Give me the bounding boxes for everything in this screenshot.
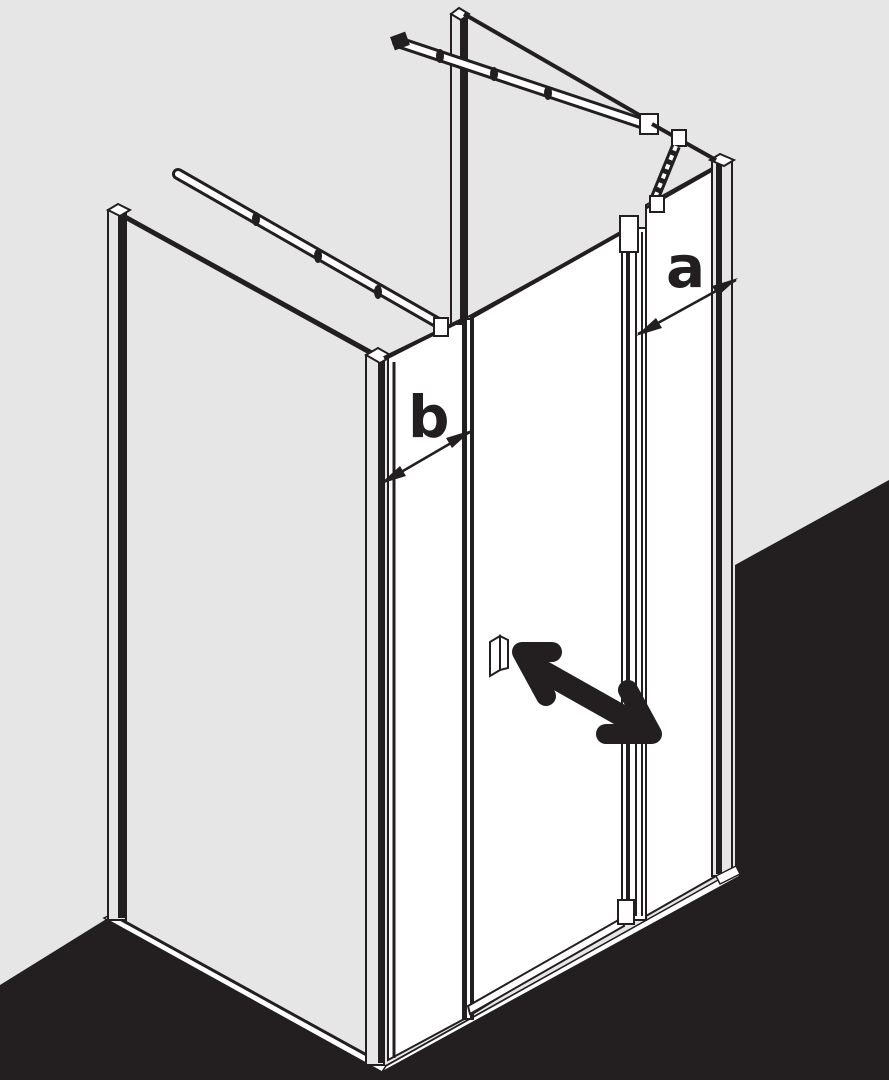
- door-left-frame-highlight: [467, 320, 470, 1018]
- right-post-foot: [714, 864, 742, 886]
- door-swing-arrow-icon: [512, 642, 662, 744]
- left-rear-post-shadow: [118, 214, 126, 918]
- corner-post-shadow: [378, 358, 383, 1063]
- left-stabilizer-bar: [172, 168, 449, 337]
- dimension-label-b: b: [408, 383, 450, 451]
- floor-left: [0, 918, 380, 1080]
- left-side-panel: [116, 209, 374, 1061]
- left-panel-top-edge: [125, 216, 373, 356]
- center-post-cap: [449, 6, 471, 22]
- center-post-shadow: [460, 18, 466, 324]
- right-stabilizer-bar: [390, 12, 717, 213]
- top-hinge: [619, 215, 639, 253]
- bottom-hinge: [617, 899, 635, 925]
- panel-b-top-edge: [383, 316, 467, 360]
- door-bottom-seal: [466, 916, 626, 1016]
- floor-right: [380, 480, 889, 1080]
- dimension-a-arrow: [636, 278, 738, 336]
- dimension-b-arrow: [380, 430, 472, 484]
- dimension-label-a: a: [666, 233, 706, 301]
- left-rear-post-cap: [105, 202, 133, 218]
- right-end-post-shadow: [716, 164, 722, 874]
- door-panel: [465, 228, 627, 1020]
- right-end-post-cap: [707, 152, 737, 168]
- door-top-edge: [469, 228, 627, 320]
- door-handle-icon: [489, 634, 509, 678]
